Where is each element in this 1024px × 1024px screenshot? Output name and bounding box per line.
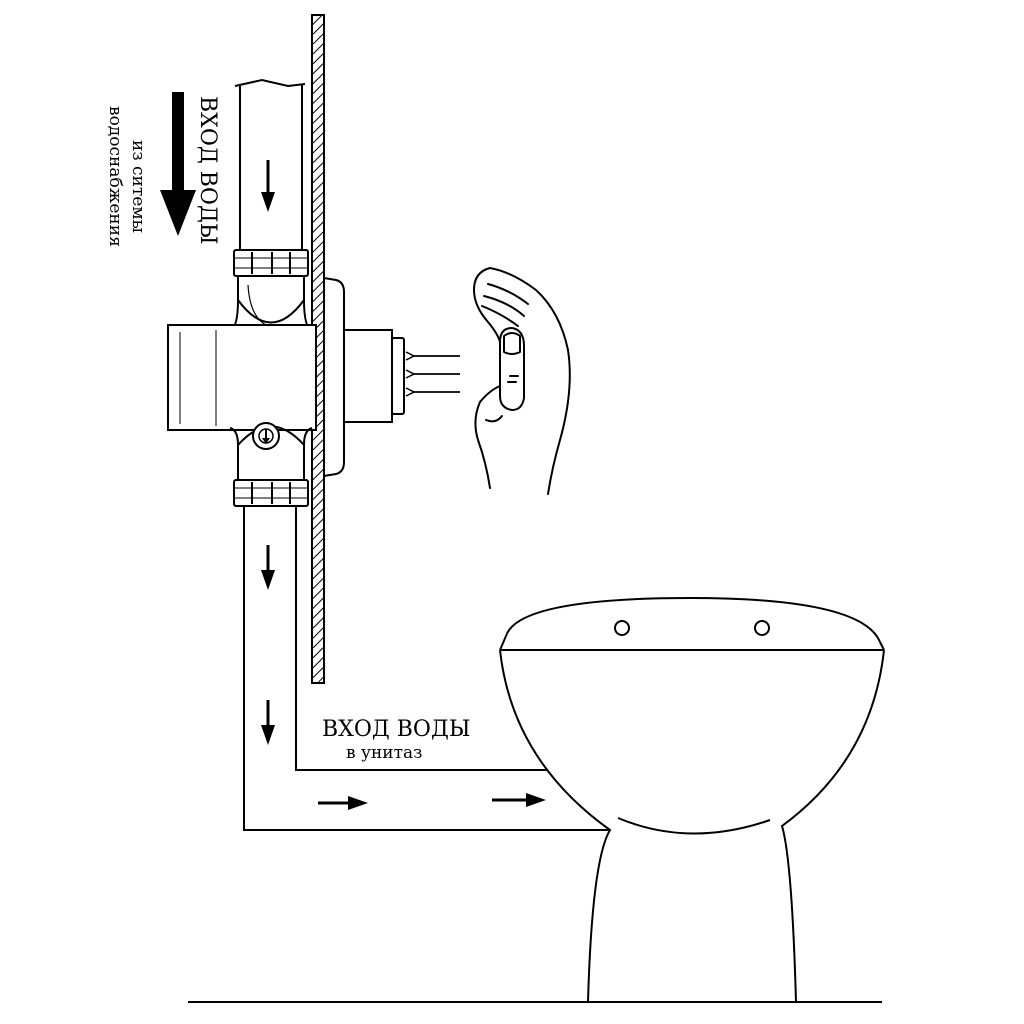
hand-icon: [473, 267, 571, 495]
seat-hole-right: [754, 620, 770, 636]
supply-pipe: [234, 78, 306, 250]
right-arrow-icon: [318, 796, 368, 810]
valve-body: [167, 324, 317, 431]
upper-elbow: [229, 276, 313, 331]
sensor-beam-arrows-icon: [414, 356, 460, 392]
water-source-label: из ситемы: [128, 140, 148, 233]
lower-nut: [233, 479, 309, 507]
outlet-down-arrow-icon: [261, 545, 275, 590]
toilet-inlet-label: ВХОД ВОДЫ: [322, 717, 470, 742]
screw-arrow-icon: [262, 429, 270, 444]
toilet-inlet-subtitle: в унитаз: [346, 743, 422, 763]
flow-arrows: [160, 92, 546, 810]
pipe-down-arrow-icon: [261, 160, 275, 212]
outlet-down-arrow-icon: [261, 700, 275, 745]
seat-hole-left: [614, 620, 630, 636]
right-arrow-icon: [492, 793, 546, 807]
water-inlet-label: ВХОД ВОДЫ: [195, 96, 220, 244]
big-down-arrow-icon: [160, 92, 196, 236]
toilet: [499, 596, 885, 1003]
water-source-label-line2: водоснабжения: [105, 106, 125, 247]
flange-plate: [323, 276, 345, 478]
sensor-eye: [391, 337, 405, 415]
outlet-pipe: [243, 506, 610, 831]
toilet-seat: [505, 596, 881, 643]
upper-nut: [233, 249, 309, 277]
sensor-housing: [343, 329, 393, 423]
toilet-bowl: [499, 649, 612, 1003]
